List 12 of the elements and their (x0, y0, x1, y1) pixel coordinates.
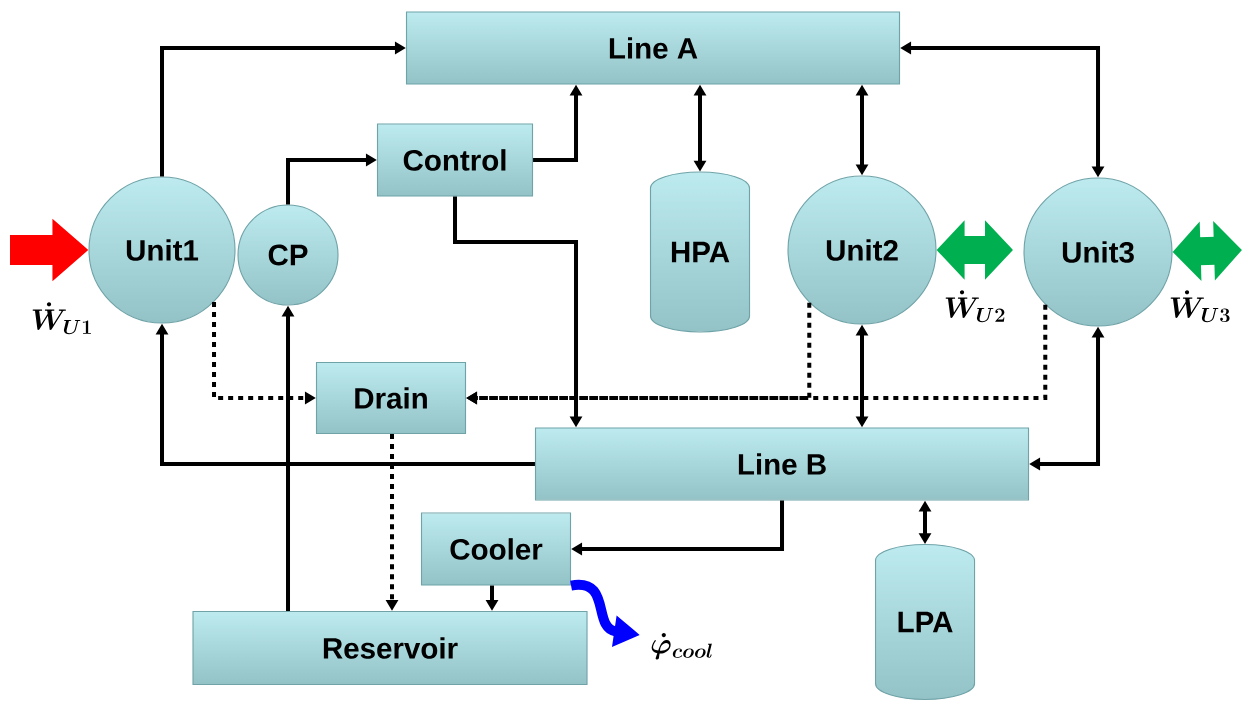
process-box: Drain (315, 361, 467, 435)
process-box: Cooler (420, 512, 572, 586)
tank: HPA (649, 171, 751, 333)
edge-label: $\dot{W}_{U2}$ (945, 290, 1005, 323)
tank: LPA (874, 543, 976, 701)
edge-label: $\dot{\varphi}_{cool}$ (651, 633, 712, 660)
edge-label: $\dot{W}_{U1}$ (32, 302, 91, 335)
process-box: Reservoir (192, 610, 588, 686)
process-box: Line A (405, 11, 901, 85)
process-box: Line B (534, 427, 1030, 501)
edge-label: $\dot{W}_{U3}$ (1170, 290, 1230, 323)
process-box: Control (376, 123, 534, 197)
